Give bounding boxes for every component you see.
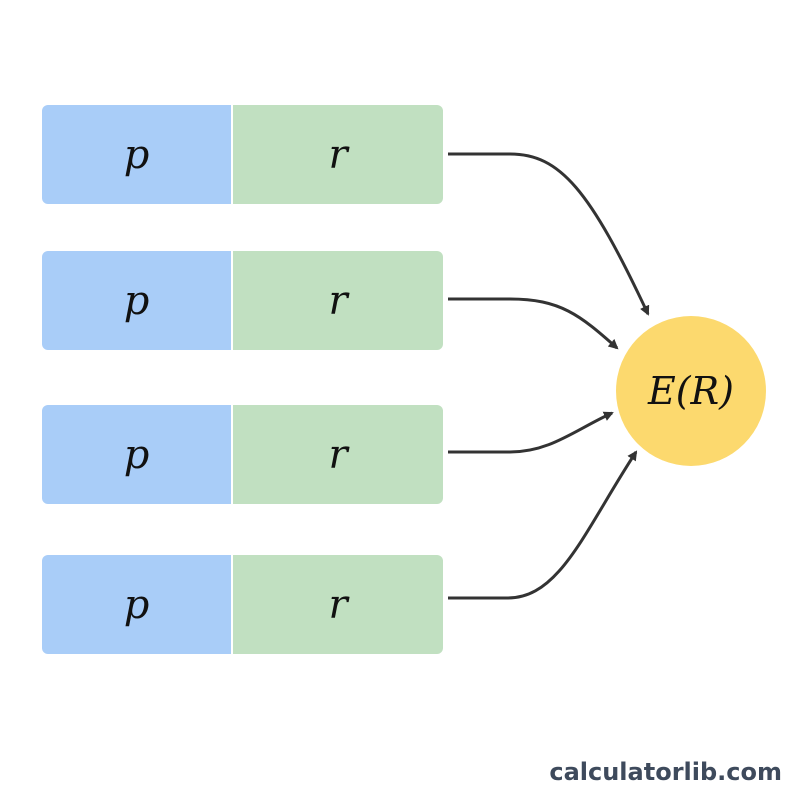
r-cell: r	[233, 555, 443, 654]
row-4: p r	[42, 555, 443, 654]
expected-return-node: E(R)	[616, 316, 766, 466]
r-cell: r	[233, 251, 443, 350]
r-cell: r	[233, 105, 443, 204]
p-cell: p	[42, 105, 233, 204]
row-2: p r	[42, 251, 443, 350]
arrow-row-2	[448, 297, 619, 350]
p-cell: p	[42, 405, 233, 504]
p-cell: p	[42, 251, 233, 350]
arrow-row-4	[448, 450, 638, 600]
r-cell: r	[233, 405, 443, 504]
arrow-row-3	[448, 411, 614, 454]
watermark-logo: calculatorlib.com	[549, 758, 782, 786]
row-1: p r	[42, 105, 443, 204]
p-cell: p	[42, 555, 233, 654]
arrow-row-1	[448, 152, 650, 316]
row-3: p r	[42, 405, 443, 504]
